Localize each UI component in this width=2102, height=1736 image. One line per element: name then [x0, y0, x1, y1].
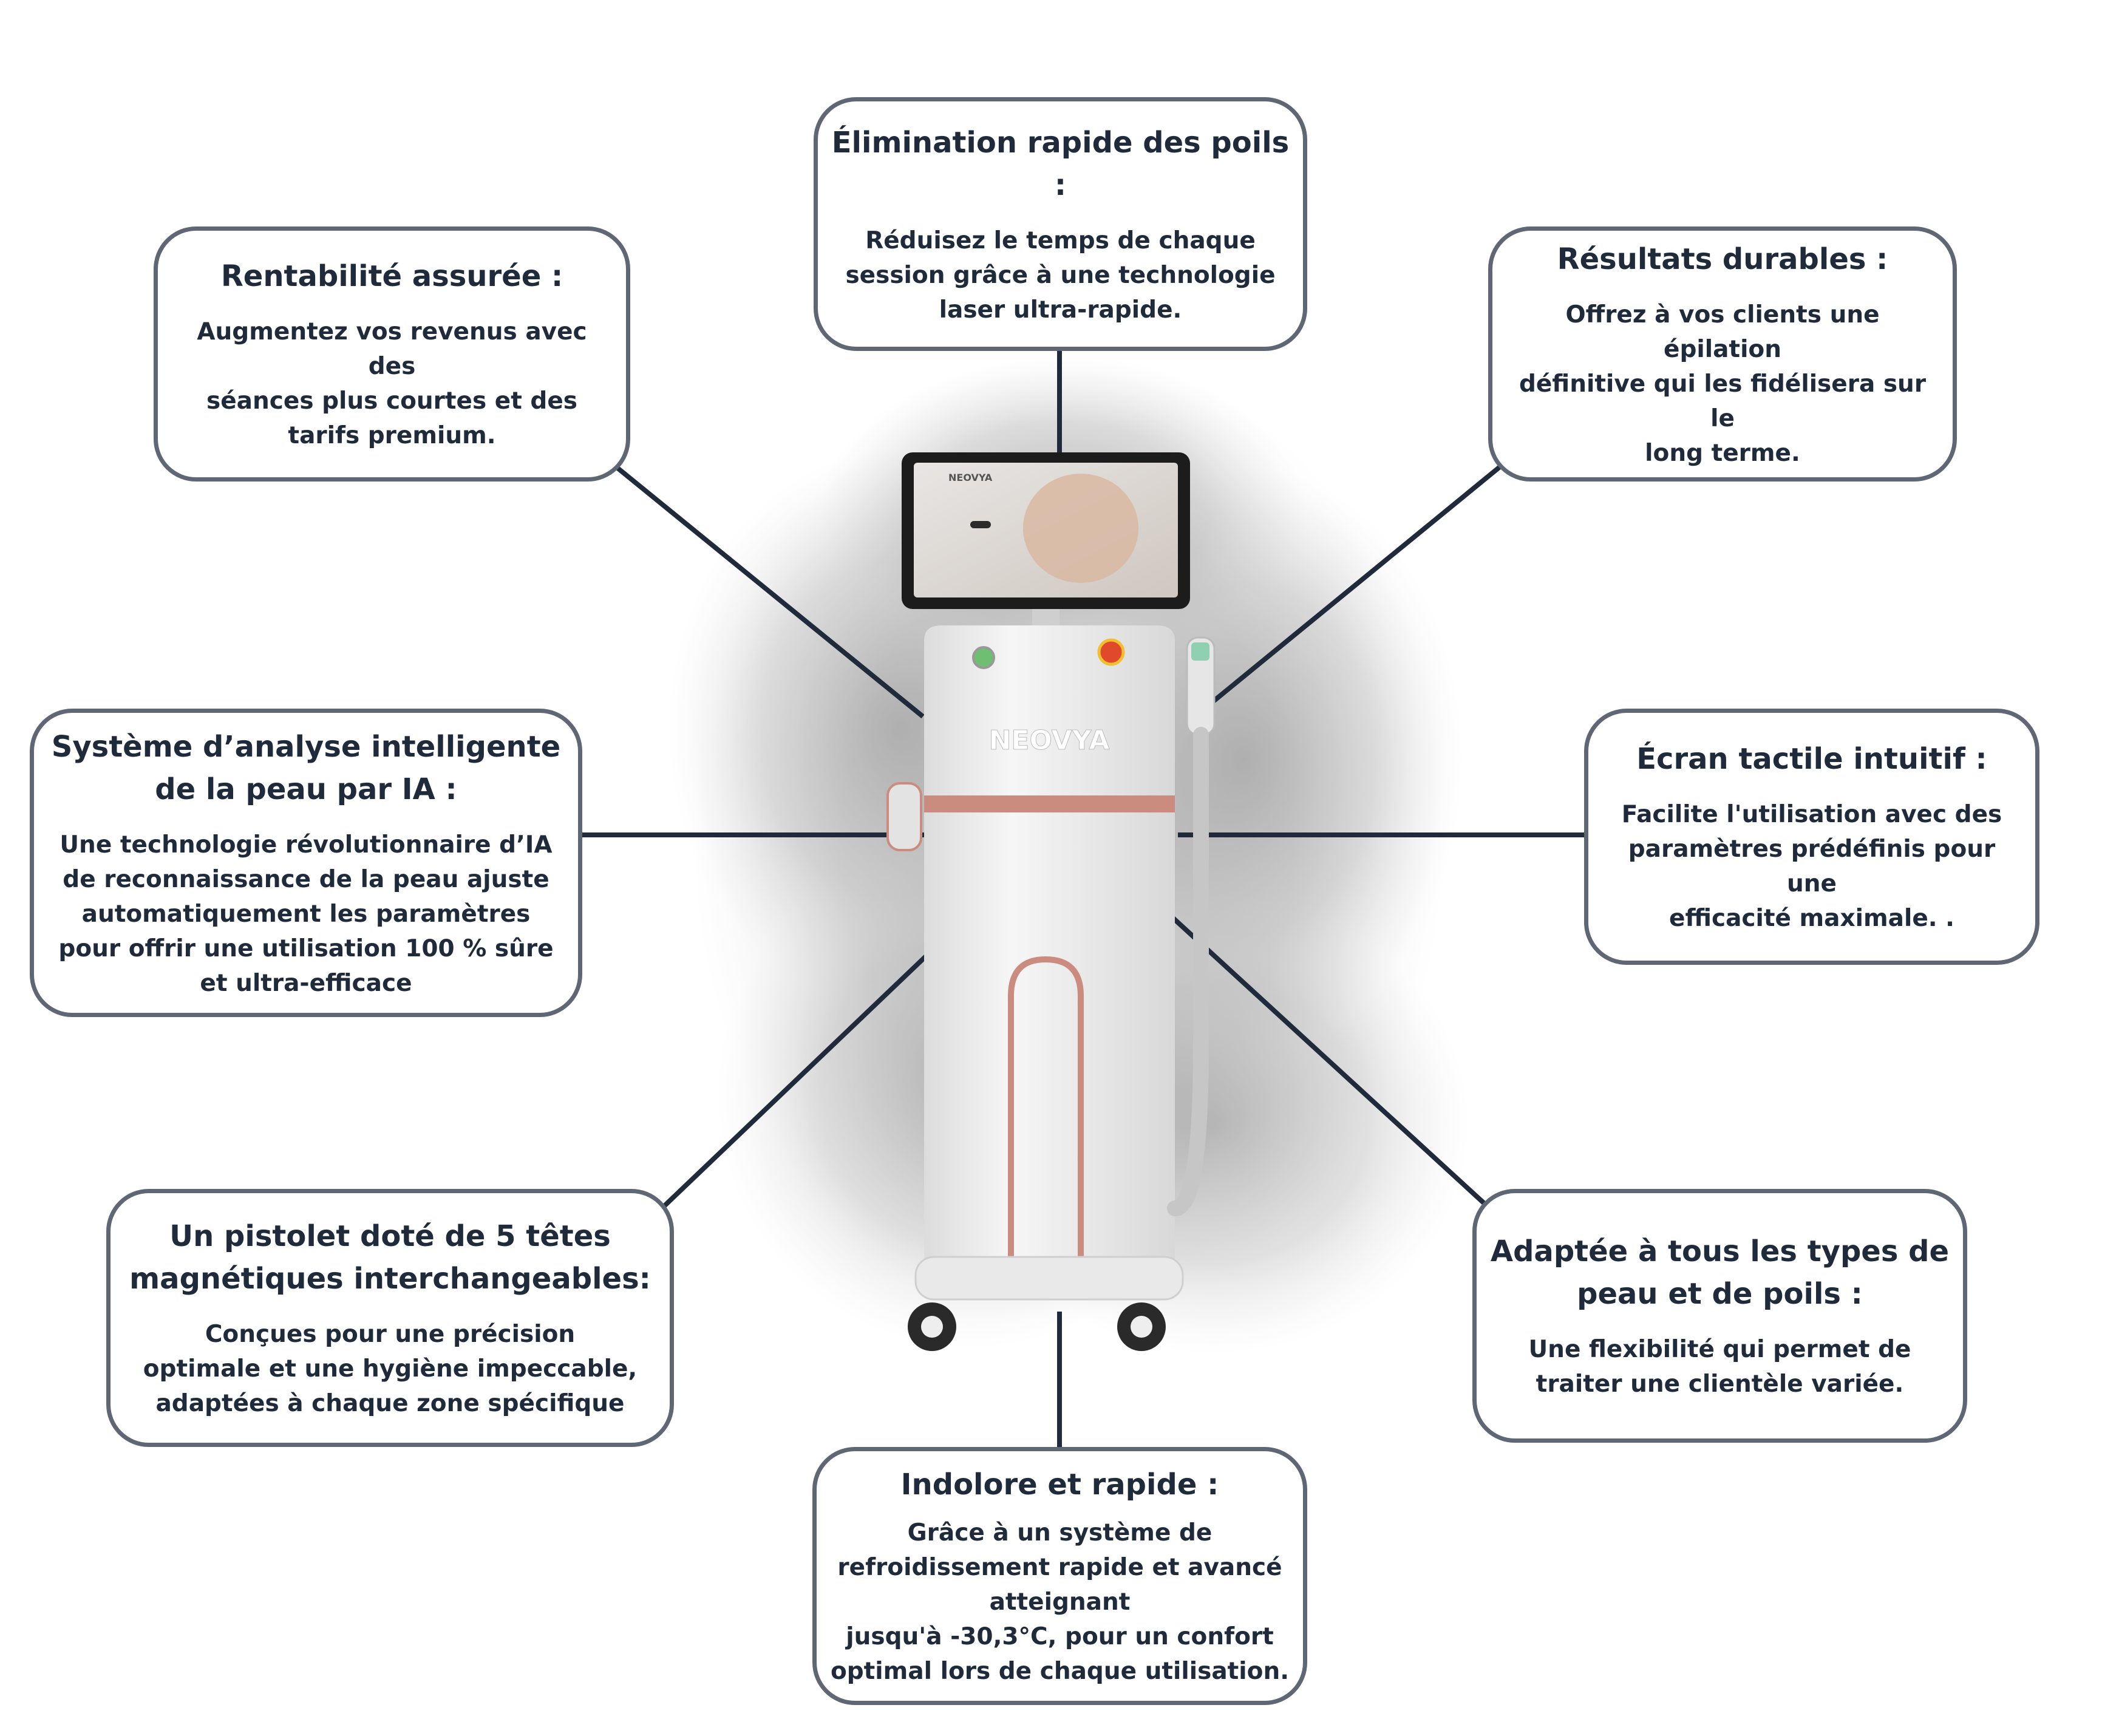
device-logo: NEOVYA	[989, 725, 1110, 756]
handpiece-cable	[1167, 727, 1209, 1216]
feature-box-top-left: Rentabilité assurée : Augmentez vos reve…	[154, 226, 630, 482]
feature-title-bottom-right: Adaptée à tous les types de peau et de p…	[1490, 1234, 1950, 1311]
feature-title-top-right: Résultats durables :	[1557, 242, 1888, 276]
feature-title-top: Élimination rapide des poils :	[831, 125, 1290, 202]
power-button-icon	[972, 646, 995, 669]
connector-top-right	[1200, 462, 1505, 713]
feature-box-bottom: Indolore et rapide : Grâce à un système …	[812, 1447, 1307, 1705]
device-lower-body	[924, 812, 1175, 1269]
connector-bottom-left	[660, 951, 931, 1210]
feature-body-mid-right: Facilite l'utilisation avec des paramètr…	[1621, 801, 2002, 932]
feature-body-bottom: Grâce à un système de refroidissement ra…	[830, 1519, 1290, 1685]
screen-model-image	[1023, 474, 1138, 583]
connector-bottom-right	[1170, 915, 1488, 1207]
feature-title-mid-right: Écran tactile intuitif :	[1636, 742, 1987, 776]
feature-title-bottom-left: Un pistolet doté de 5 têtes magnétiques …	[129, 1219, 651, 1296]
device-arch-decoration	[1008, 956, 1084, 1269]
handpiece-tip-icon	[1191, 642, 1209, 661]
feature-body-bottom-left: Conçues pour une précision optimale et u…	[143, 1321, 638, 1417]
laser-device: NEOVYA NEOVYA	[886, 452, 1216, 1351]
feature-title-top-left: Rentabilité assurée :	[220, 259, 563, 293]
feature-box-top-right: Résultats durables : Offrez à vos client…	[1488, 226, 1957, 482]
feature-body-top: Réduisez le temps de chaque session grâc…	[845, 226, 1276, 324]
feature-body-top-left: Augmentez vos revenus avec des séances p…	[197, 318, 587, 449]
screen-button-icon	[970, 521, 991, 528]
connector-lines	[580, 351, 1586, 1448]
device-base	[914, 1256, 1184, 1301]
feature-box-bottom-right: Adaptée à tous les types de peau et de p…	[1472, 1189, 1967, 1443]
feature-body-mid-left: Une technologie révolutionnaire d’IA de …	[58, 831, 554, 997]
feature-box-bottom-left: Un pistolet doté de 5 têtes magnétiques …	[106, 1189, 674, 1447]
emergency-stop-icon	[1097, 638, 1125, 666]
handpiece-holder-left	[886, 782, 922, 851]
feature-box-top: Élimination rapide des poils : Réduisez …	[814, 97, 1307, 351]
feature-box-mid-right: Écran tactile intuitif : Facilite l'util…	[1584, 709, 2039, 965]
connector-top-left	[611, 462, 925, 719]
feature-box-mid-left: Système d’analyse intelligente de la pea…	[30, 709, 582, 1017]
feature-body-top-right: Offrez à vos clients une épilation défin…	[1519, 301, 1927, 467]
feature-title-bottom: Indolore et rapide :	[900, 1468, 1219, 1502]
device-upper-body	[924, 625, 1175, 795]
screen-logo: NEOVYA	[948, 472, 993, 483]
feature-title-mid-left: Système d’analyse intelligente de la pea…	[51, 729, 561, 806]
feature-body-bottom-right: Une flexibilité qui permet de traiter un…	[1528, 1336, 1911, 1398]
